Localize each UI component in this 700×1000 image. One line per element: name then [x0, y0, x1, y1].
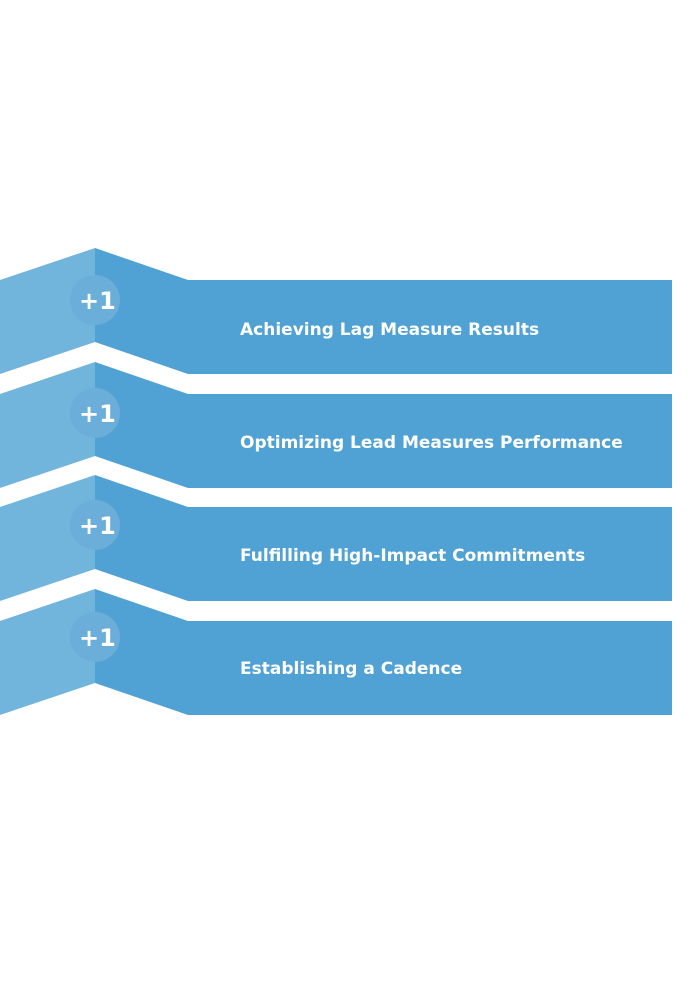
badge-circle	[70, 388, 120, 438]
step-banner: +1 Fulfilling High-Impact Commitments	[0, 475, 672, 601]
plus-one-badge: +1	[79, 400, 116, 428]
step-banner: +1 Establishing a Cadence	[0, 589, 672, 715]
plus-one-badge: +1	[79, 512, 116, 540]
banner-body	[95, 362, 672, 488]
step-banner: +1 Optimizing Lead Measures Performance	[0, 362, 672, 488]
plus-one-badge: +1	[79, 287, 116, 315]
banner-body	[95, 248, 672, 374]
step-label: Optimizing Lead Measures Performance	[240, 433, 623, 453]
step-banner: +1 Achieving Lag Measure Results	[0, 248, 672, 374]
badge-circle	[70, 612, 120, 662]
step-label: Establishing a Cadence	[240, 659, 462, 679]
plus-one-badge: +1	[79, 624, 116, 652]
badge-circle	[70, 275, 120, 325]
banner-body	[95, 475, 672, 601]
banner-fold	[0, 248, 95, 374]
step-label: Fulfilling High-Impact Commitments	[240, 546, 585, 566]
banner-fold	[0, 475, 95, 601]
badge-circle	[70, 500, 120, 550]
banner-fold	[0, 362, 95, 488]
banner-fold	[0, 589, 95, 715]
step-label: Achieving Lag Measure Results	[240, 320, 539, 340]
banner-body	[95, 589, 672, 715]
